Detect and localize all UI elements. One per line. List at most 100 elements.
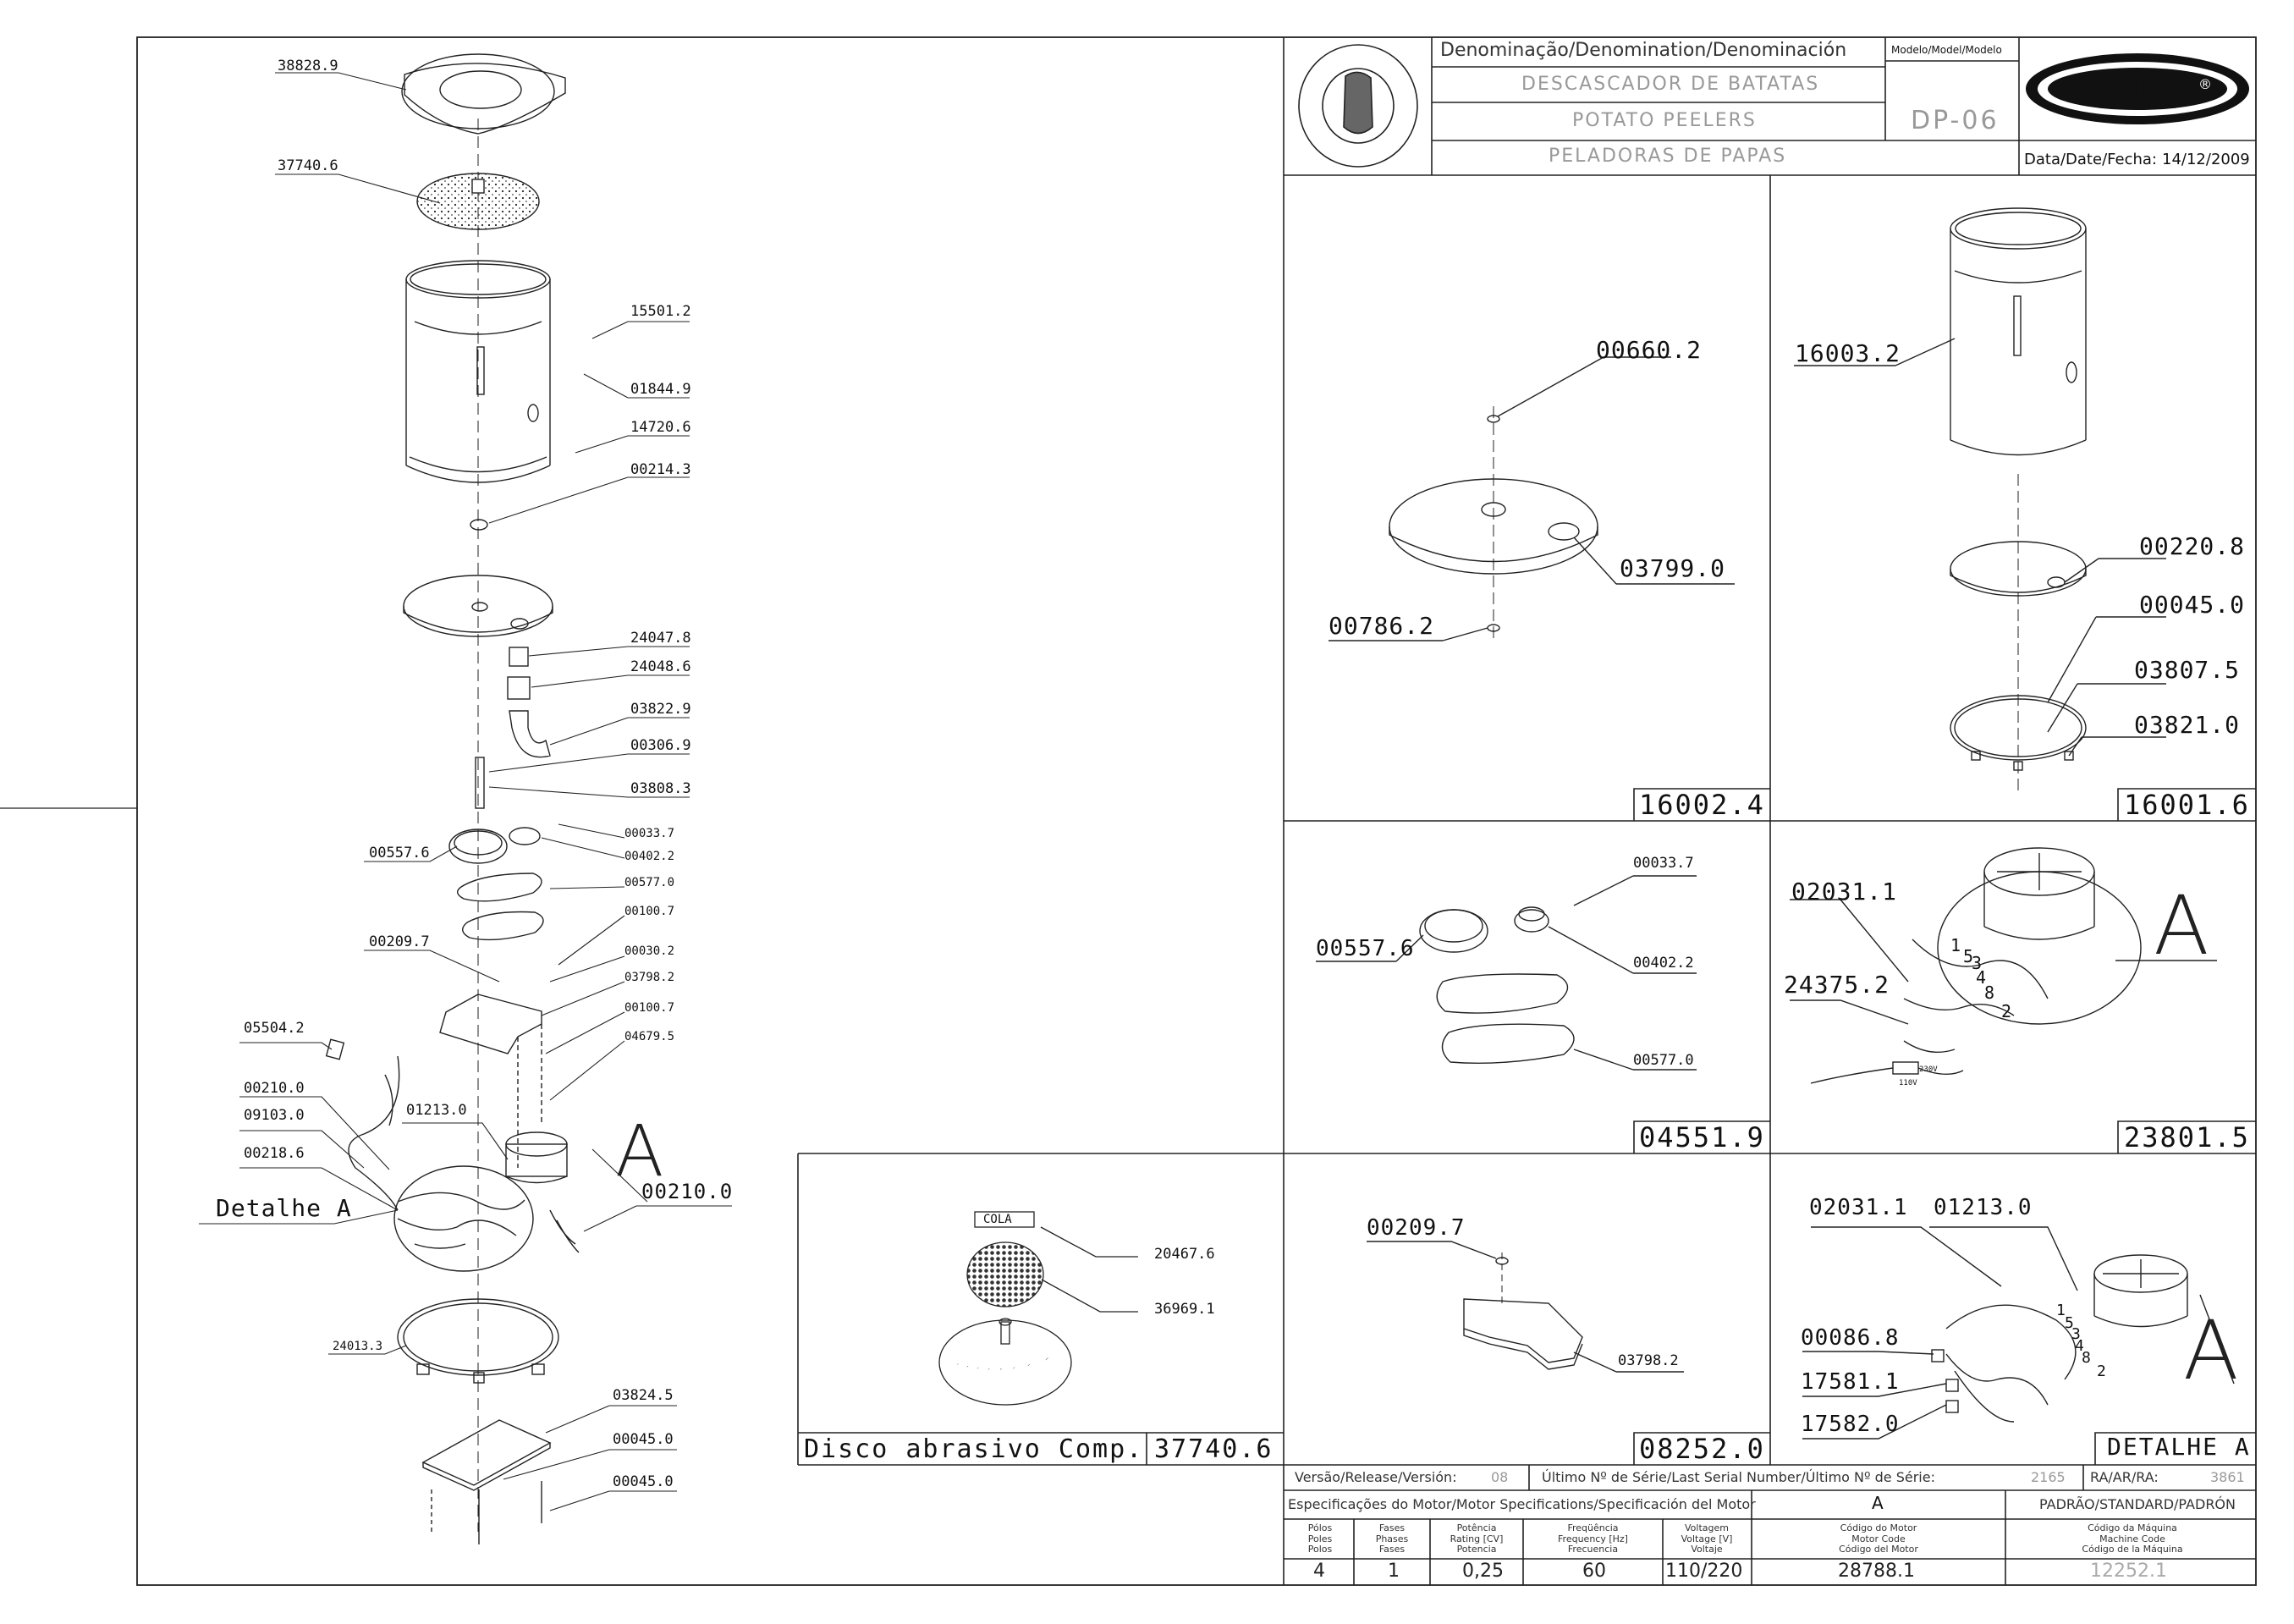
panel-code: 08252.0 <box>1639 1433 1765 1465</box>
part-label: 00045.0 <box>613 1431 674 1448</box>
wire-number: 1 <box>2056 1302 2066 1319</box>
frame-lines <box>0 36 2257 1586</box>
detail-letter: A <box>2154 878 2209 973</box>
part-label: 00045.0 <box>2139 591 2246 619</box>
part-label: 00218.6 <box>244 1145 305 1162</box>
part-label: 00045.0 <box>613 1473 674 1490</box>
part-label: 24375.2 <box>1784 971 1890 999</box>
authorized-seal <box>1298 44 1418 168</box>
part-label: 38828.9 <box>278 58 338 74</box>
part-label: 03798.2 <box>624 971 675 984</box>
part-label: 09103.0 <box>244 1107 305 1124</box>
poli-logo <box>2026 53 2249 124</box>
part-label: 24047.8 <box>630 630 691 647</box>
wire-number: 5 <box>1963 946 1974 966</box>
part-label: 00306.9 <box>630 737 691 754</box>
product-name-pt: DESCASCADOR DE BATATAS <box>1521 74 1820 95</box>
panel-04551-graphics <box>1316 875 1697 1071</box>
date-label: Data/Date/Fecha: <box>2024 151 2157 168</box>
standard-label: PADRÃO/STANDARD/PADRÓN <box>2039 1496 2236 1512</box>
panel-08252-graphics <box>1367 1241 1684 1373</box>
panel-code: 16002.4 <box>1639 789 1765 821</box>
part-label: 00577.0 <box>1633 1052 1694 1069</box>
motor-code-value: 28788.1 <box>1838 1561 1915 1582</box>
wire-number: 5 <box>2065 1314 2074 1332</box>
part-label: 00660.2 <box>1596 336 1703 364</box>
version-value: 08 <box>1491 1469 1509 1485</box>
model-label: Modelo/Model/Modelo <box>1891 44 2002 56</box>
main-leaders <box>199 72 732 1511</box>
part-label: 00086.8 <box>1801 1325 1900 1351</box>
panel-code: 04551.9 <box>1639 1121 1765 1153</box>
product-name-es: PELADORAS DE PAPAS <box>1549 146 1787 167</box>
detail-letter: A <box>2183 1303 2239 1398</box>
abrasive-panel-graphics <box>938 1211 1138 1406</box>
part-label: 20467.6 <box>1154 1246 1215 1263</box>
detail-letter: A <box>615 1109 664 1192</box>
part-label: 17581.1 <box>1801 1369 1900 1395</box>
part-label: 00100.7 <box>624 905 675 918</box>
abrasive-code: 37740.6 <box>1154 1434 1274 1464</box>
part-label: 03821.0 <box>2134 711 2241 739</box>
voltage-tag: 230V <box>1919 1065 1938 1074</box>
wire-number: 1 <box>1950 935 1961 955</box>
product-name-en: POTATO PEELERS <box>1572 110 1757 131</box>
serial-value: 2165 <box>2031 1469 2066 1485</box>
part-label: 03798.2 <box>1618 1352 1679 1369</box>
wire-number: 3 <box>1972 953 1983 973</box>
part-label: 00557.6 <box>1316 936 1415 961</box>
part-label: 03822.9 <box>630 701 691 718</box>
panel-code: 23801.5 <box>2124 1121 2250 1153</box>
wire-number: 3 <box>2071 1325 2081 1343</box>
column-a-label: A <box>1872 1493 1884 1513</box>
part-label: 00557.6 <box>369 845 430 862</box>
part-label: 16003.2 <box>1795 339 1901 367</box>
main-exploded-view <box>325 53 580 1544</box>
ra-value: 3861 <box>2210 1469 2245 1485</box>
part-label: 00033.7 <box>1633 855 1694 872</box>
panel-code: 16001.6 <box>2124 789 2250 821</box>
part-label: 03799.0 <box>1620 554 1726 582</box>
part-label: 02031.1 <box>1791 878 1898 906</box>
part-label: 03807.5 <box>2134 656 2241 684</box>
part-label: 03824.5 <box>613 1387 674 1404</box>
frequency-value: 60 <box>1582 1561 1606 1582</box>
part-label: 00100.7 <box>624 1001 675 1015</box>
abrasive-caption: Disco abrasivo Comp. <box>804 1434 1144 1464</box>
brand-logo-text: POLI <box>2083 69 2178 107</box>
part-label: 03808.3 <box>630 780 691 797</box>
part-label: 00209.7 <box>369 933 430 950</box>
panel-23801-graphics <box>1790 847 2217 1084</box>
panel-16002-graphics <box>1329 356 1735 643</box>
phases-value: 1 <box>1388 1561 1400 1582</box>
panel-code: DETALHE A <box>2107 1433 2251 1461</box>
panel-detail-a-graphics <box>1802 1226 2235 1440</box>
part-label: 01213.0 <box>1934 1195 2033 1220</box>
ra-label: RA/AR/RA: <box>2090 1469 2159 1485</box>
part-label: 00214.3 <box>630 461 691 478</box>
version-label: Versão/Release/Versión: <box>1295 1469 1457 1485</box>
part-label: 00210.0 <box>641 1180 734 1203</box>
part-label: 14720.6 <box>630 419 691 436</box>
wire-number: 4 <box>1976 967 1987 988</box>
part-label: 01844.9 <box>630 381 691 398</box>
serial-label: Último Nº de Série/Last Serial Number/Úl… <box>1542 1469 1935 1485</box>
part-label: 00030.2 <box>624 944 675 958</box>
part-label: 17582.0 <box>1801 1412 1900 1437</box>
cola-label: COLA <box>983 1213 1012 1226</box>
part-label: 01213.0 <box>406 1102 467 1119</box>
part-label: 00220.8 <box>2139 532 2246 560</box>
wire-number: 2 <box>2097 1363 2106 1380</box>
part-label: 15501.2 <box>630 303 691 320</box>
part-label: 00402.2 <box>624 850 675 863</box>
part-label: 04679.5 <box>624 1030 675 1043</box>
part-label: 00210.0 <box>244 1080 305 1097</box>
wire-number: 8 <box>1984 983 1995 1003</box>
motor-spec-label: Especificações do Motor/Motor Specificat… <box>1288 1496 1756 1512</box>
